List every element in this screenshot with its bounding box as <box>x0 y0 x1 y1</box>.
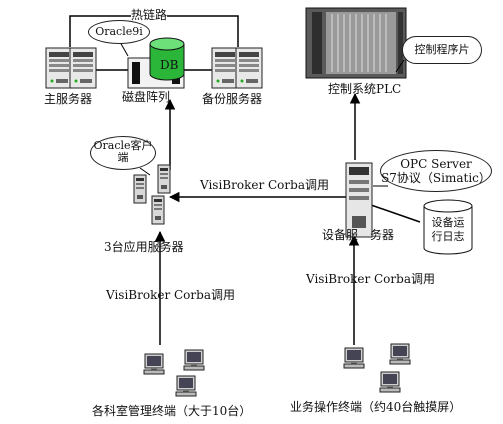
device-server-label: 设备服 务器 <box>322 228 395 242</box>
device-server-icon <box>345 162 373 238</box>
opc-server-bubble: OPC Server S7协议（Simatic） <box>380 150 492 192</box>
office-terminals-label: 各科室管理终端（大于10台） <box>92 404 252 418</box>
main-server-icon <box>45 47 97 89</box>
app-servers-label: 3台应用服务器 <box>104 240 184 254</box>
backup-server-icon <box>211 47 263 89</box>
plc-program-bubble: 控制程序片 <box>402 36 482 64</box>
device-log-label-line1: 设备运 <box>431 216 465 229</box>
oracle-client-bubble: Oracle客户 端 <box>90 136 156 170</box>
office-terminals-icon <box>143 349 205 397</box>
oracle9i-bubble: Oracle9i <box>88 20 150 44</box>
plc-label: 控制系统PLC <box>328 82 402 96</box>
device-log-label-line2: 行日志 <box>431 230 465 243</box>
oracle-client-label-line1: Oracle客户 <box>93 139 153 152</box>
db-label: DB <box>160 58 179 72</box>
backup-server-label: 备份服务器 <box>202 92 263 106</box>
database-cylinder-icon <box>149 37 185 81</box>
plc-program-label: 控制程序片 <box>414 43 470 56</box>
device-log-label: 设备运 行日志 <box>429 216 467 244</box>
plc-rack-icon <box>305 7 407 79</box>
visibroker-top-label: VisiBroker Corba调用 <box>200 178 329 192</box>
hot-link-label: 热链路 <box>131 8 168 22</box>
device-log-cylinder-icon <box>423 199 473 255</box>
oracle-client-label-line2: 端 <box>117 151 129 164</box>
opc-server-label-line1: OPC Server <box>400 157 472 171</box>
visibroker-left-label: VisiBroker Corba调用 <box>106 288 235 302</box>
oracle9i-label: Oracle9i <box>95 25 143 38</box>
connection-lines <box>96 69 421 345</box>
bubble-pointers <box>119 41 405 187</box>
opc-server-label-line2: S7协议（Simatic） <box>381 171 491 185</box>
disk-array-label: 磁盘阵列 <box>122 90 171 104</box>
business-terminals-icon <box>343 343 411 393</box>
visibroker-right-label: VisiBroker Corba调用 <box>306 272 435 286</box>
main-server-label: 主服务器 <box>44 92 93 106</box>
app-servers-icon <box>133 164 171 225</box>
business-terminals-label: 业务操作终端（约40台触摸屏） <box>290 400 462 414</box>
